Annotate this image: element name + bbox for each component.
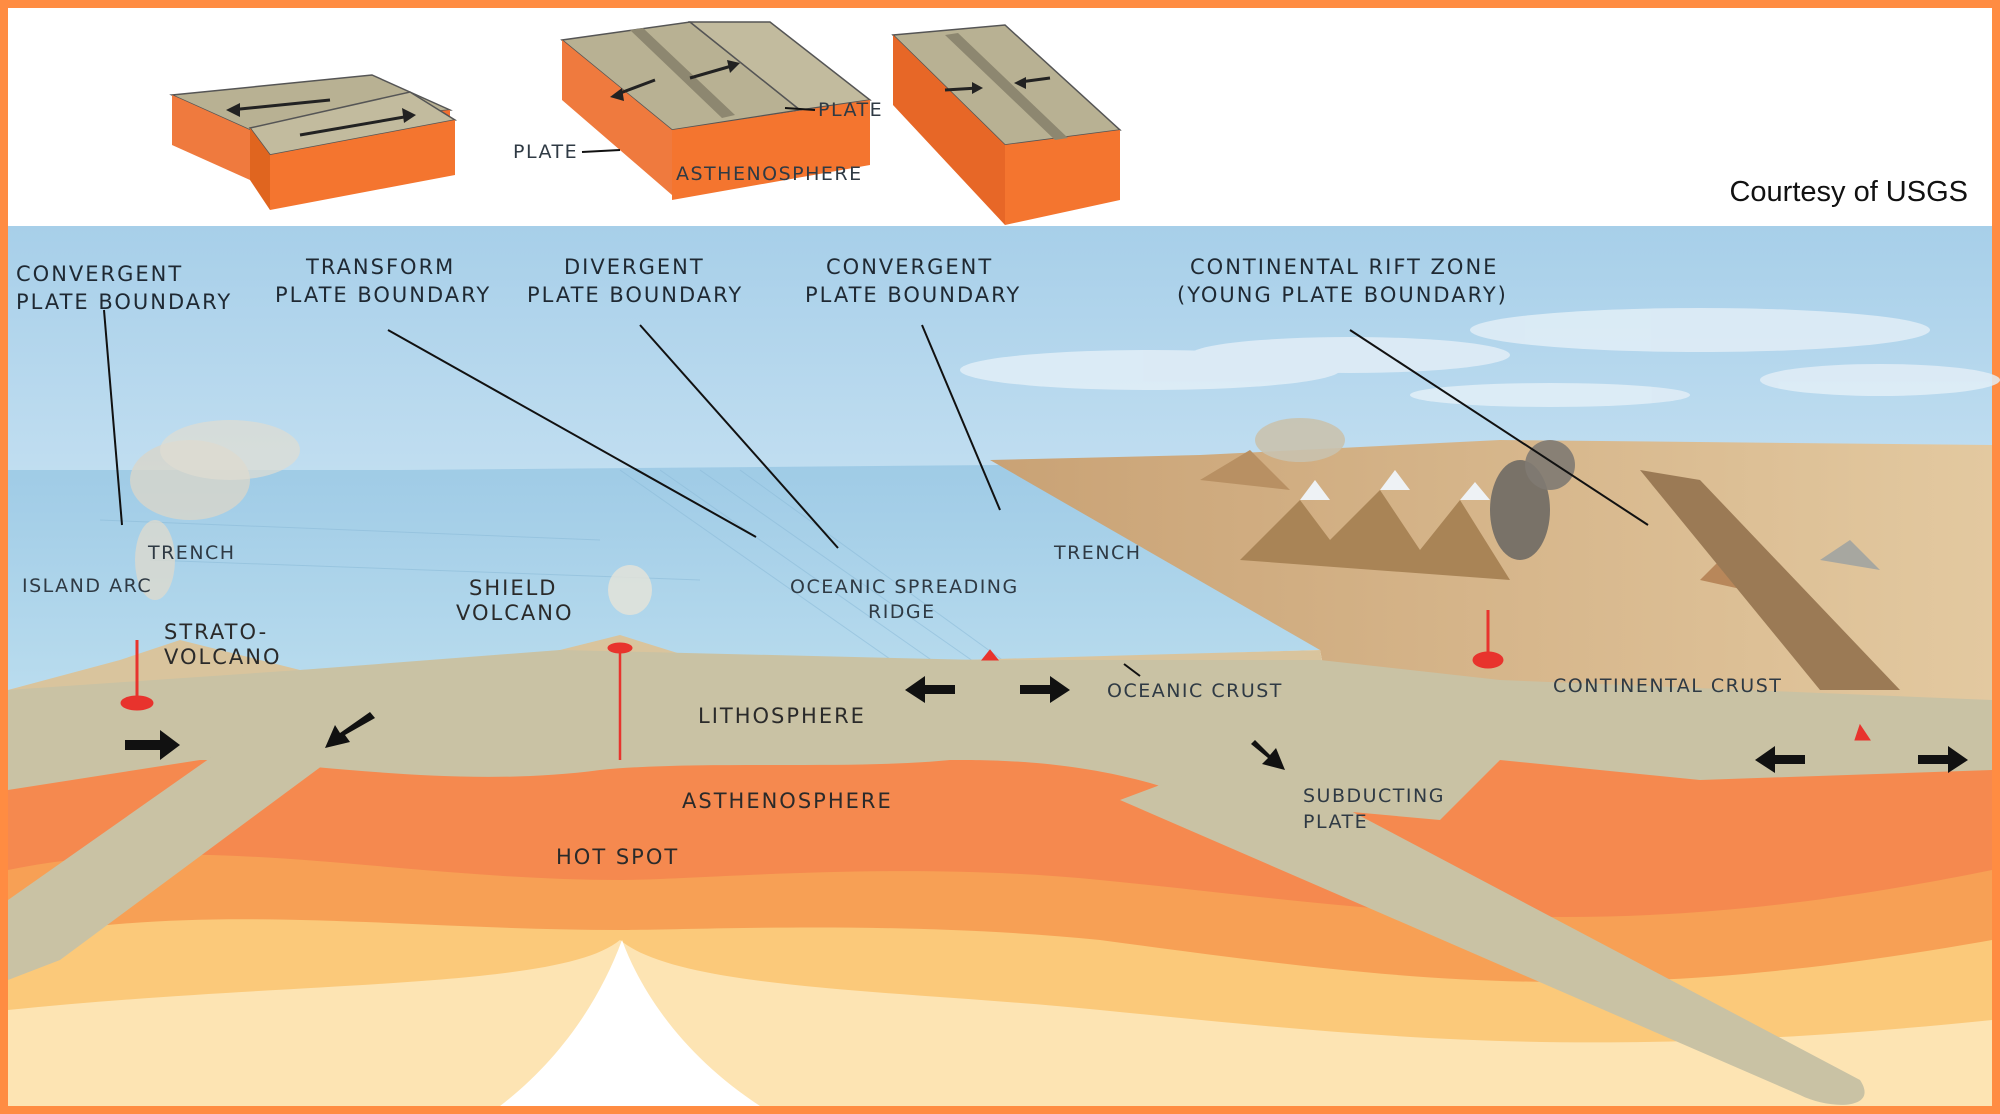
label-hot-spot: HOT SPOT	[556, 845, 679, 869]
label-continental-crust: CONTINENTAL CRUST	[1553, 675, 1782, 697]
ocean-texture	[99, 469, 1031, 681]
label-rift-2: (YOUNG PLATE BOUNDARY)	[1177, 283, 1508, 307]
divergent-boundary-block	[560, 21, 872, 200]
rift-valley	[1640, 470, 1900, 690]
label-ridge-2: RIDGE	[868, 601, 936, 623]
label-strato-1: STRATO-	[164, 620, 268, 644]
mantle-band-3	[8, 940, 1992, 1106]
ocean-surface	[8, 465, 1320, 690]
label-subducting-2: PLATE	[1303, 811, 1368, 833]
label-strato-2: VOLCANO	[164, 645, 282, 669]
label-shield-2: VOLCANO	[456, 601, 574, 625]
mantle-plume-core	[500, 940, 760, 1106]
convergent-boundary-block	[891, 24, 1122, 225]
inset-asthenosphere-label: ASTHENOSPHERE	[676, 163, 863, 185]
label-rift-1: CONTINENTAL RIFT ZONE	[1190, 255, 1498, 279]
subducting-slab-right	[1120, 770, 1865, 1105]
label-convergent-mid-1: CONVERGENT	[826, 255, 993, 279]
label-convergent-left-1: CONVERGENT	[16, 262, 183, 286]
clouds	[960, 308, 2000, 407]
label-subducting-1: SUBDUCTING	[1303, 785, 1445, 807]
label-lithosphere: LITHOSPHERE	[698, 704, 866, 728]
inset-plate-right-label: PLATE	[818, 99, 883, 121]
lithosphere-plates	[8, 650, 1992, 820]
label-convergent-left-2: PLATE BOUNDARY	[16, 290, 232, 314]
leader-lines	[103, 309, 1649, 677]
inset-plate-left-label: PLATE	[513, 141, 578, 163]
label-shield-1: SHIELD	[469, 576, 557, 600]
label-divergent-2: PLATE BOUNDARY	[527, 283, 743, 307]
label-oceanic-crust: OCEANIC CRUST	[1107, 680, 1283, 702]
label-trench-left: TRENCH	[147, 542, 236, 564]
subducting-slab-left	[8, 710, 330, 980]
label-ridge-1: OCEANIC SPREADING	[790, 576, 1019, 598]
courtesy-credit: Courtesy of USGS	[1729, 176, 1968, 208]
label-convergent-mid-2: PLATE BOUNDARY	[805, 283, 1021, 307]
label-asthenosphere: ASTHENOSPHERE	[682, 789, 893, 813]
label-island-arc: ISLAND ARC	[22, 575, 152, 597]
plate-motion-arrows	[125, 676, 1968, 773]
label-divergent-1: DIVERGENT	[564, 255, 705, 279]
label-trench-right: TRENCH	[1053, 542, 1142, 564]
magma-features	[120, 610, 1871, 760]
label-transform-2: PLATE BOUNDARY	[275, 283, 491, 307]
transform-boundary-block	[169, 74, 458, 210]
inset-plate-right-leader	[784, 107, 816, 111]
inset-plate-left-leader	[581, 149, 621, 153]
eruption-plumes	[130, 418, 1575, 615]
label-transform-1: TRANSFORM	[305, 255, 455, 279]
